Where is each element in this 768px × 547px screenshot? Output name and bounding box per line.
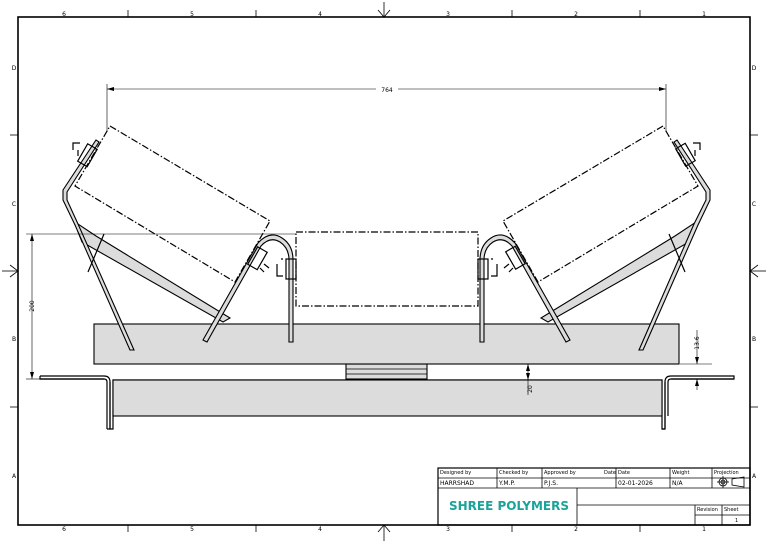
dimension-clearance: 20 [526, 364, 534, 395]
top-zone-label: 2 [574, 11, 578, 18]
bottom-zone-label: 1 [702, 526, 706, 533]
top-zone-label: 3 [446, 11, 450, 18]
centering-mark-bottom [377, 524, 391, 541]
top-zone-label: 6 [62, 11, 66, 18]
bottom-zone-ticks [127, 525, 641, 532]
right-roller-clip-top [674, 142, 701, 167]
bottom-zone-label: 2 [574, 526, 578, 533]
left-zone-ticks [10, 134, 18, 408]
clearance-label: 20 [527, 385, 534, 393]
right-outer-stand [638, 139, 711, 351]
left-wing-roller [74, 125, 271, 283]
centering-mark-top [377, 2, 391, 18]
bottom-zone-label: 4 [318, 526, 322, 533]
top-zone-label: 1 [702, 11, 706, 18]
right-inner-stand [479, 234, 571, 343]
sheet-label: Sheet [724, 507, 738, 513]
checked-by-label: Checked by [499, 470, 528, 476]
top-zone-label: 5 [190, 11, 194, 18]
revision-label: Revision [697, 507, 718, 513]
base-channel-web [112, 379, 663, 417]
date-label-left: Date [604, 470, 616, 476]
company-name: SHREE POLYMERS [449, 499, 569, 513]
centering-mark-right [749, 264, 766, 278]
left-zone-label: B [12, 336, 16, 343]
dimension-gap: 13.6 [680, 330, 712, 390]
right-brace [668, 233, 686, 273]
transom-plate [93, 323, 680, 365]
left-inner-stand [202, 234, 294, 343]
right-zone-label: D [752, 65, 757, 72]
approved-by-label: Approved by [544, 470, 576, 476]
dimension-overall-width: 764 [106, 84, 667, 132]
bottom-zone-label: 6 [62, 526, 66, 533]
right-roller-clip-bottom [503, 245, 527, 273]
designed-by-label: Designed by [440, 470, 471, 476]
center-spacer [345, 363, 428, 380]
sheet-value: 1 [735, 518, 738, 524]
right-zone-ticks [750, 134, 758, 408]
dimension-height: 200 [26, 233, 296, 380]
date-value: 02-01-2026 [618, 480, 653, 487]
bottom-zone-label: 3 [446, 526, 450, 533]
designed-by-value: HARRSHAD [440, 480, 474, 487]
bottom-zone-label: 5 [190, 526, 194, 533]
right-zone-label: B [752, 336, 756, 343]
centering-mark-left [2, 264, 19, 278]
left-zone-label: A [12, 473, 17, 480]
approved-by-value: P.J.S. [544, 480, 558, 487]
right-zone-label: A [752, 473, 757, 480]
left-zone-label: C [12, 201, 16, 208]
center-roller [295, 231, 479, 307]
right-wing-roller [502, 125, 699, 283]
weight-label: Weight [672, 470, 689, 476]
left-outer-stand [62, 139, 135, 351]
height-label: 200 [29, 300, 36, 312]
projection-label: Projection [714, 470, 739, 476]
left-roller-clip-top [72, 142, 99, 168]
projection-symbol-icon [717, 476, 745, 488]
center-roller-clip-left [276, 258, 297, 280]
top-zone-label: 4 [318, 11, 322, 18]
overall-width-label: 764 [381, 87, 393, 94]
right-zone-label: C [752, 201, 756, 208]
left-roller-clip-bottom [246, 246, 270, 273]
top-zone-ticks [127, 10, 641, 17]
date-label: Date [618, 470, 630, 476]
center-roller-clip-right [477, 258, 498, 280]
left-brace [87, 233, 105, 273]
checked-by-value: Y.M.P. [498, 480, 515, 487]
gap-label: 13.6 [694, 336, 701, 350]
base-channel [39, 375, 735, 430]
title-block: Designed by HARRSHAD Checked by Y.M.P. A… [437, 467, 751, 526]
weight-value: N/A [672, 480, 684, 487]
left-zone-label: D [12, 65, 17, 72]
